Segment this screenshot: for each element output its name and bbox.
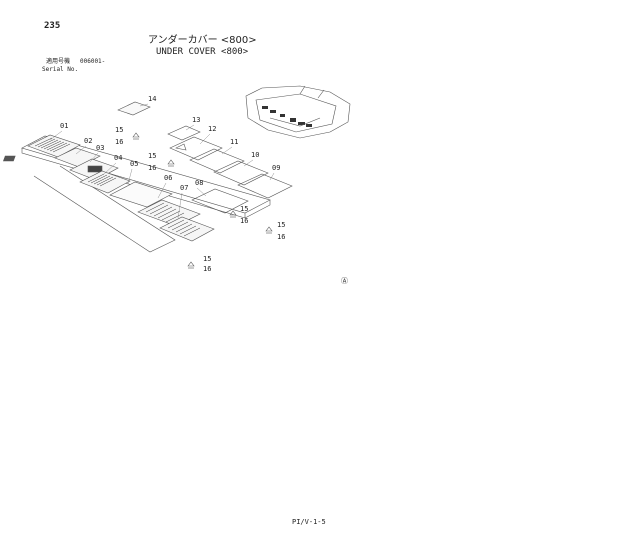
- callout-label: 11: [230, 138, 238, 146]
- page-title-japanese: アンダーカバー <800>: [148, 35, 257, 46]
- callout-label: 16: [203, 265, 211, 273]
- serial-label-english: Serial No.: [42, 66, 79, 73]
- serial-value: 006001-: [80, 58, 106, 65]
- page-title-english: UNDER COVER <800>: [156, 47, 249, 57]
- callout-label: 07: [180, 184, 188, 192]
- cover-plate-07: [159, 216, 215, 242]
- cover-plate-13: [167, 125, 201, 141]
- callout-label: 06: [164, 174, 172, 182]
- callout-labels: 01 02 03 04 05 06 07 08 09 10 11 12 13 14 15 16 15 16 15 16…: [60, 95, 285, 273]
- machine-inset-diagram: [245, 85, 351, 139]
- cover-plate-12: [169, 136, 223, 161]
- callout-label: 05: [130, 160, 138, 168]
- cover-plate-14: [117, 101, 151, 116]
- footer-code: PI/V-1-5: [292, 518, 326, 526]
- cover-plate-10: [213, 160, 269, 186]
- callout-label: 09: [272, 164, 280, 172]
- callout-label: 13: [192, 116, 200, 124]
- callout-label: 12: [208, 125, 216, 133]
- callout-label: 15: [277, 221, 285, 229]
- callout-label: 08: [195, 179, 203, 187]
- callout-label: 03: [96, 144, 104, 152]
- callout-label: 14: [148, 95, 156, 103]
- callout-label: 16: [240, 217, 248, 225]
- page-number: 235: [44, 21, 61, 31]
- callout-label: 15: [115, 126, 123, 134]
- serial-label-japanese: 適用号機: [46, 58, 71, 65]
- cover-plate-09: [237, 173, 293, 199]
- grille-01: [34, 137, 71, 153]
- callout-label: 16: [115, 138, 123, 146]
- cover-plate-08: [191, 188, 249, 214]
- callout-label: 16: [277, 233, 285, 241]
- cover-plate-01: [27, 134, 81, 158]
- bolt-washer-icons: [132, 132, 273, 269]
- callout-label: 15: [240, 205, 248, 213]
- callout-label: 04: [114, 154, 122, 162]
- cover-plate-05: [109, 181, 173, 208]
- revision-mark: Ⓐ: [341, 277, 348, 285]
- callout-label: 15: [203, 255, 211, 263]
- callout-label: 15: [148, 152, 156, 160]
- cover-plate-02: [54, 147, 101, 168]
- callout-label: 10: [251, 151, 259, 159]
- leader-lines: [49, 103, 275, 219]
- cover-plate-11: [189, 148, 245, 174]
- callout-label: 02: [84, 137, 92, 145]
- callout-label: 01: [60, 122, 68, 130]
- cover-plate-04: [79, 170, 131, 194]
- callout-label: 16: [148, 164, 156, 172]
- grille-06: [145, 202, 185, 223]
